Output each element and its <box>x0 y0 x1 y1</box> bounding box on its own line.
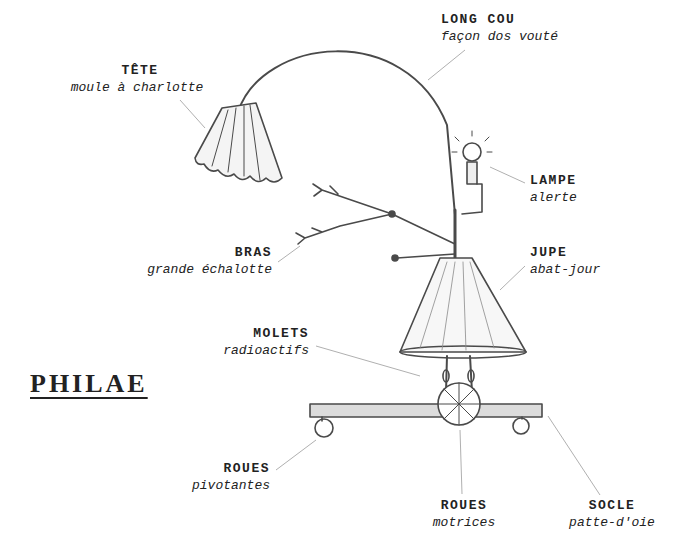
swivel-wheel <box>513 418 529 434</box>
pencil-sketch <box>195 51 542 437</box>
part-name: LONG COU <box>441 12 515 28</box>
leader-lines <box>180 100 205 128</box>
wheel-spokes <box>438 383 480 425</box>
part-description: grande échalotte <box>147 262 272 278</box>
part-description: pivotantes <box>192 478 270 494</box>
leader-lines <box>548 416 600 495</box>
leader-lines <box>428 50 465 80</box>
drive-wheel <box>438 383 480 425</box>
part-description: abat-jour <box>530 262 600 278</box>
body-pole <box>454 210 457 258</box>
bulb-rays <box>452 131 492 152</box>
part-description: moule à charlotte <box>71 80 204 96</box>
part-name: MOLETS <box>253 326 309 342</box>
head-flutes <box>212 105 260 180</box>
part-name: SOCLE <box>589 498 636 514</box>
calf <box>443 370 449 382</box>
part-description: motrices <box>433 515 495 531</box>
long-neck <box>238 51 455 215</box>
part-name: ROUES <box>223 461 270 477</box>
lamp-socket <box>467 162 477 184</box>
part-name: BRAS <box>235 245 272 261</box>
leader-lines <box>276 440 316 470</box>
leader-lines <box>490 167 525 183</box>
part-description: radioactifs <box>223 343 309 359</box>
part-name: ROUES <box>441 498 488 514</box>
calf <box>468 370 474 382</box>
part-description: alerte <box>530 190 577 206</box>
lampshade-skirt <box>400 258 526 352</box>
part-name: TÊTE <box>121 63 158 79</box>
diagram-title: PHILAE <box>30 368 148 400</box>
lamp-arm <box>462 184 482 214</box>
leader-lines <box>500 266 525 290</box>
part-description: façon dos vouté <box>441 29 558 45</box>
part-name: JUPE <box>530 245 567 261</box>
shallot-arm <box>296 184 455 244</box>
part-description: patte-d'oie <box>569 515 655 531</box>
leader-lines <box>278 246 300 262</box>
caster-brackets <box>322 417 522 421</box>
part-name: LAMPE <box>530 173 577 189</box>
bulb <box>463 143 481 161</box>
skirt-hem <box>400 346 526 358</box>
leader-lines <box>460 430 462 494</box>
skirt-strokes <box>420 262 494 350</box>
arm-joint <box>389 211 395 217</box>
swivel-wheel <box>315 419 333 437</box>
jelly-mould-head <box>195 103 282 182</box>
base-plank <box>310 404 542 417</box>
